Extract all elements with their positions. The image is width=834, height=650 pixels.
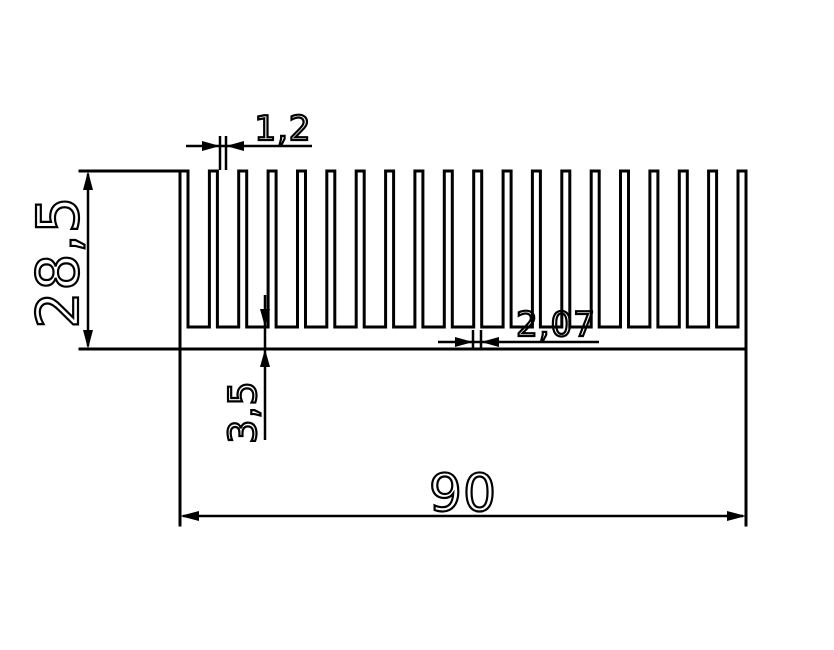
arrow-height-bottom [83, 330, 93, 349]
dimension-fin-gap: 2,07 [438, 304, 599, 349]
dimension-label-width: 90 [429, 464, 497, 524]
arrow-width-right [727, 511, 746, 521]
arrow-fin-thickness-left [202, 141, 220, 151]
heat-sink-profile-outline [178, 169, 748, 351]
arrow-fin-gap-right [481, 337, 499, 347]
arrow-width-left [180, 511, 199, 521]
dimension-label-height: 28,5 [24, 195, 92, 328]
arrow-base-thickness-down [260, 309, 270, 327]
dimension-width: 90 [180, 463, 746, 525]
dimension-fin-thickness: 1,2 [186, 108, 312, 170]
arrow-fin-gap-left [455, 337, 473, 347]
dimension-height: 28,5 [23, 171, 93, 349]
dimension-base-thickness: 3,5 [220, 295, 270, 445]
arrow-base-thickness-up [260, 349, 270, 367]
dimension-label-fin-gap: 2,07 [516, 305, 596, 345]
dimension-label-base-thickness: 3,5 [221, 380, 265, 443]
arrow-height-top [83, 171, 93, 190]
dimension-label-fin-thickness: 1,2 [254, 109, 311, 149]
arrow-fin-thickness-right [226, 141, 244, 151]
